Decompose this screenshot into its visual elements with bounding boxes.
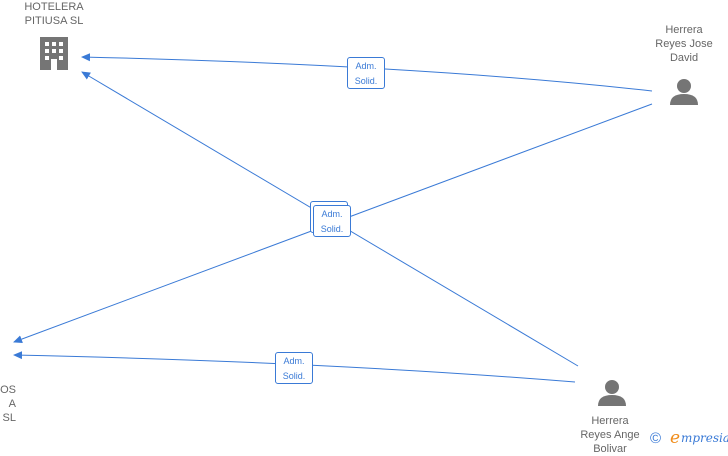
- company-label-hotelera[interactable]: HOTELERA PITIUSA SL: [24, 0, 84, 28]
- person-icon: [670, 79, 698, 105]
- label-line: A: [8, 398, 16, 410]
- edge-label-line: Adm.: [321, 209, 343, 219]
- label-line: HOTELERA: [24, 1, 84, 13]
- label-line: SL: [2, 412, 16, 424]
- person-label-jose-david[interactable]: Herrera Reyes Jose David: [646, 23, 722, 65]
- edge-label-line: Solid.: [320, 224, 344, 234]
- building-icon: [40, 37, 68, 70]
- person-icon: [598, 380, 626, 406]
- edge-label-line: Adm.: [283, 356, 305, 366]
- label-line: OS: [0, 384, 16, 396]
- edge-label-line: Adm.: [355, 61, 377, 71]
- label-line: Herrera: [591, 415, 629, 427]
- edge-label-angel-bottom-left[interactable]: Adm. Solid.: [275, 352, 313, 384]
- label-line: Reyes Ange: [580, 429, 640, 441]
- edge-jose-to-hotelera: [81, 53, 653, 92]
- edge-label-center[interactable]: Adm. Solid.: [313, 205, 351, 237]
- edge-label-line: Solid.: [354, 76, 378, 86]
- brand-name: mpresia: [681, 431, 728, 445]
- label-line: Bolivar: [593, 443, 627, 455]
- label-line: David: [669, 52, 699, 64]
- empresia-watermark: © e mpresia: [648, 428, 728, 448]
- label-line: Reyes Jose: [655, 38, 713, 50]
- edge-label-line: Solid.: [282, 371, 306, 381]
- copyright-icon: ©: [650, 430, 662, 447]
- label-line: Herrera: [665, 24, 703, 36]
- label-line: PITIUSA SL: [24, 15, 84, 27]
- edge-label-jose-hotelera[interactable]: Adm. Solid.: [347, 57, 385, 89]
- brand-logo-e: e: [670, 428, 681, 448]
- company-label-bottom-left[interactable]: OS A SL: [0, 383, 16, 425]
